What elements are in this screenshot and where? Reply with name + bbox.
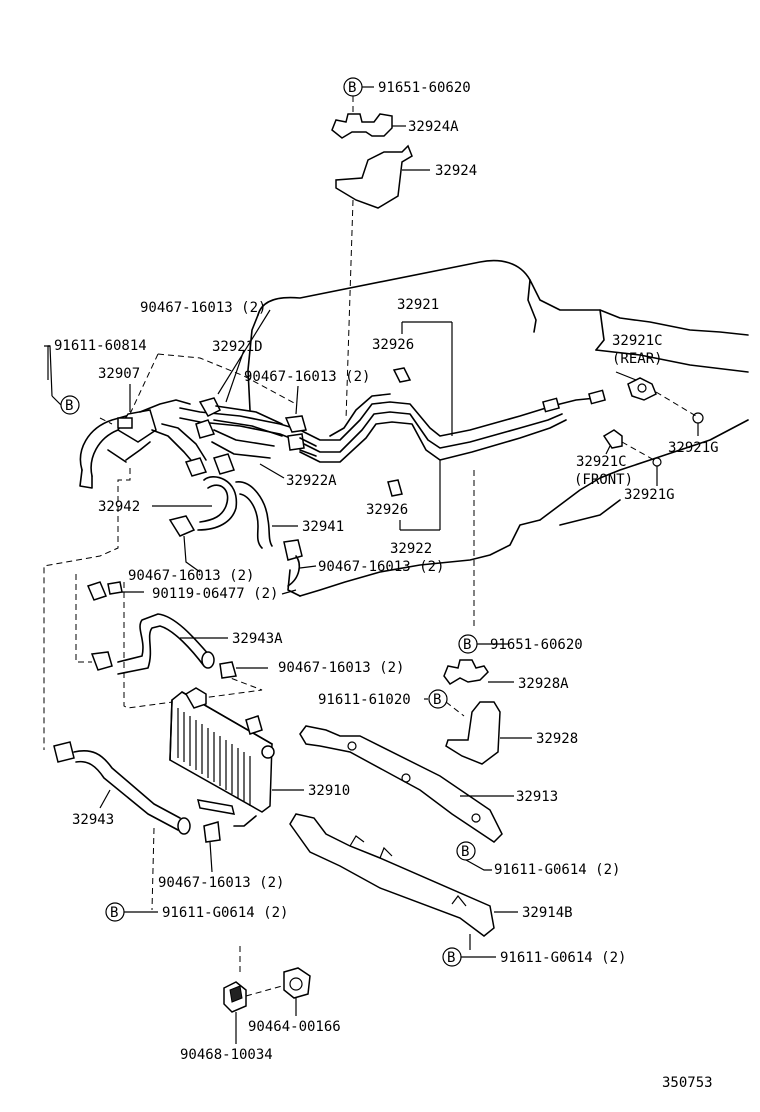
label-32921D: 32921D	[212, 339, 263, 355]
label-90467-16013-e: 90467-16013 (2)	[278, 660, 404, 676]
label-90467-16013-c: 90467-16013 (2)	[318, 559, 444, 575]
diagram-number: 350753	[662, 1075, 713, 1091]
label-32921: 32921	[397, 297, 439, 313]
label-32943: 32943	[72, 812, 114, 828]
label-32922: 32922	[390, 541, 432, 557]
label-front: (FRONT)	[574, 472, 633, 488]
clamp-90464-90468	[223, 946, 311, 1044]
label-32941: 32941	[302, 519, 344, 535]
b-marker-5: B	[433, 692, 441, 708]
label-90464-00166: 90464-00166	[248, 1019, 341, 1035]
label-90467-16013-d: 90467-16013 (2)	[128, 568, 254, 584]
label-32928A: 32928A	[518, 676, 569, 692]
sleeve-32926-pair	[387, 367, 412, 497]
label-91611-60814: 91611-60814	[54, 338, 147, 354]
left-hose-group	[43, 353, 297, 750]
label-91651-60620-top: 91651-60620	[378, 80, 471, 96]
label-rear: (REAR)	[612, 351, 663, 367]
label-32942: 32942	[98, 499, 140, 515]
label-90467-16013-b: 90467-16013 (2)	[244, 369, 370, 385]
label-90468-10034: 90468-10034	[180, 1047, 273, 1063]
b-marker-2: B	[65, 398, 73, 414]
b-callouts-bottom: B B B B	[105, 634, 508, 967]
hose-32921D-and-clamps	[184, 397, 317, 477]
frame-bar-32914B	[289, 813, 518, 937]
oil-cooler-pipes	[179, 321, 606, 531]
label-91611-G0614-a: 91611-G0614 (2)	[494, 862, 620, 878]
label-32907: 32907	[98, 366, 140, 382]
b-marker-7: B	[110, 905, 118, 921]
hose-32943	[53, 741, 221, 911]
label-32926-a: 32926	[372, 337, 414, 353]
b-marker-1: B	[348, 80, 356, 96]
bracket-32928-assembly: B	[424, 659, 532, 765]
label-32921C-rear: 32921C	[612, 333, 663, 349]
union-32921C-parts	[602, 377, 704, 486]
part-labels: 91651-60620 32924A 32924 90467-16013 (2)…	[54, 80, 719, 1091]
transmission-outline	[247, 259, 749, 597]
label-32921G-b: 32921G	[624, 487, 675, 503]
label-32926-b: 32926	[366, 502, 408, 518]
label-32921G-a: 32921G	[668, 440, 719, 456]
label-32924A: 32924A	[408, 119, 459, 135]
label-32913: 32913	[516, 789, 558, 805]
label-91611-G0614-b: 91611-G0614 (2)	[162, 905, 288, 921]
label-91611-G0614-c: 91611-G0614 (2)	[500, 950, 626, 966]
label-32921C-front: 32921C	[576, 454, 627, 470]
label-90467-16013-a: 90467-16013 (2)	[140, 300, 266, 316]
label-32943A: 32943A	[232, 631, 283, 647]
label-90119-06477: 90119-06477 (2)	[152, 586, 278, 602]
label-90467-16013-f: 90467-16013 (2)	[158, 875, 284, 891]
label-91651-60620-mid: 91651-60620	[490, 637, 583, 653]
label-91611-61020: 91611-61020	[318, 692, 411, 708]
hose-32942	[152, 476, 238, 537]
label-32914B: 32914B	[522, 905, 573, 921]
label-32924: 32924	[435, 163, 477, 179]
label-32928: 32928	[536, 731, 578, 747]
hose-32943A	[90, 613, 237, 679]
label-32910: 32910	[308, 783, 350, 799]
label-32922A: 32922A	[286, 473, 337, 489]
bracket-32924-assembly: B	[331, 77, 430, 421]
b-marker-6: B	[461, 844, 469, 860]
frame-bar-32913	[299, 725, 514, 843]
b-marker-8: B	[447, 950, 455, 966]
hose-32941	[235, 481, 303, 587]
b-marker-4: B	[463, 637, 471, 653]
label-leaders: B	[44, 309, 637, 873]
oil-cooler-32910	[169, 687, 304, 827]
